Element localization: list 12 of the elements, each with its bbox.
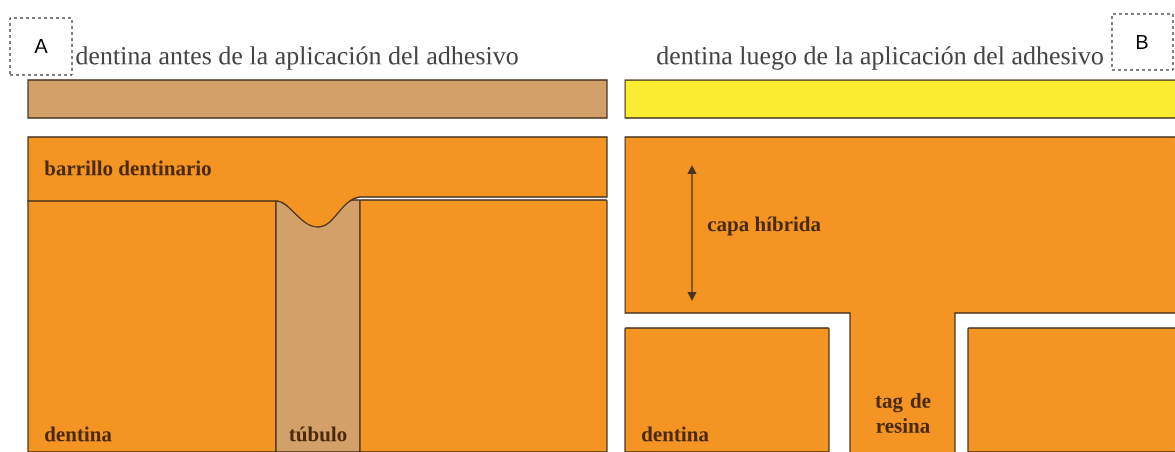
panel-letter-box: B (1111, 13, 1174, 71)
adhesive-layer-bar (27, 79, 608, 119)
dentin-block (359, 199, 608, 452)
panel-title: dentina luego de la aplicación del adhesivo (657, 46, 1103, 70)
dentin-block (967, 327, 1175, 452)
panel-letter-box: A (9, 17, 73, 76)
panel-title: dentina antes de la aplicación del adhesivo (76, 46, 518, 70)
smear-layer-band: barrillo dentinario (27, 136, 608, 228)
dentin-block: dentina (624, 327, 830, 452)
dentin-block: dentina (27, 199, 277, 452)
adhesive-layer-bar (624, 79, 1175, 119)
tubule-channel: túbulo (275, 199, 361, 452)
